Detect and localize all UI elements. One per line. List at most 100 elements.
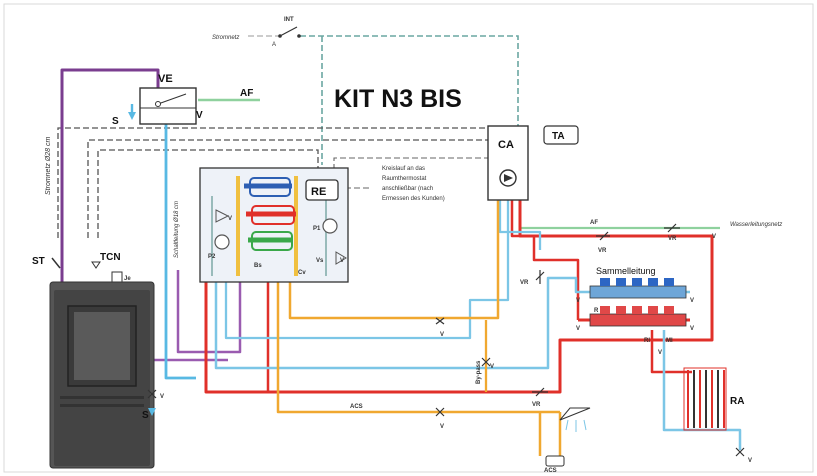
int-label: INT — [284, 17, 294, 23]
control-line-grey-3 — [97, 149, 319, 238]
ve-label: VE — [158, 73, 173, 85]
shower-icon — [559, 407, 591, 432]
af-top-label: AF — [240, 88, 253, 99]
expansion-pipe — [164, 108, 196, 380]
s-bottom-label: S — [142, 410, 149, 421]
room-thermostat — [543, 125, 579, 145]
v-ra-label: V — [748, 458, 752, 464]
control-line-teal — [300, 35, 519, 165]
purple-return-pipe — [176, 270, 242, 354]
diagram-frame — [3, 3, 814, 473]
v-kit-left-label: V — [228, 216, 232, 222]
control-line-grey-2 — [87, 139, 490, 238]
tap-icon — [545, 455, 565, 467]
p2-label: P2 — [208, 254, 216, 260]
schaltleitung-label: Schaltleitung Ø18 cm — [174, 201, 180, 258]
ca-feed-pipe — [510, 200, 580, 320]
radiator-valve-icon — [735, 447, 745, 457]
v-stove-label: V — [160, 394, 164, 400]
re-label: RE — [311, 186, 326, 198]
ca-label: CA — [498, 139, 514, 151]
re-module — [305, 179, 339, 201]
st-label: ST — [32, 256, 45, 267]
return-pipe — [214, 276, 690, 370]
dhw-pipe-2 — [288, 200, 500, 320]
je-label: Je — [124, 276, 131, 282]
v-af-label: V — [712, 234, 716, 240]
vr-left-label: VR — [520, 280, 529, 286]
s-top-label: S — [112, 116, 119, 127]
int-switch — [278, 26, 301, 38]
tcn-label: TCN — [100, 252, 121, 263]
st-sensor-icon — [51, 257, 61, 269]
check-valve-icon-1 — [596, 231, 610, 241]
v-kit-right-label: V — [340, 258, 344, 264]
vs-label: Vs — [316, 258, 324, 264]
v-mid-label: V — [440, 332, 444, 338]
check-valve-icon-4 — [532, 387, 548, 397]
stove-vent-pipe — [60, 68, 160, 292]
vr-bottom-label: VR — [532, 402, 541, 408]
v-manifold-1-label: V — [576, 298, 580, 304]
wasserleitungsnetz-label: Wasserleitungsnetz — [730, 222, 782, 228]
thermostat-line — [333, 157, 500, 170]
ta-label: TA — [552, 131, 565, 142]
mi-label: MI — [666, 338, 673, 344]
svg-text:anschließbar (nach: anschließbar (nach — [382, 186, 433, 192]
stromnetz-side-label: Stromnetz Ø28 cm — [45, 136, 52, 195]
p1-label: P1 — [313, 226, 321, 232]
mid-valve-icon — [435, 317, 445, 325]
svg-text:Raumthermostat: Raumthermostat — [382, 176, 427, 182]
tcn-sensor-icon — [91, 261, 101, 269]
cv-label: Cv — [298, 270, 306, 276]
check-valve-icon-2 — [664, 223, 680, 233]
pellet-stove — [49, 271, 155, 469]
ra-label: RA — [730, 396, 744, 407]
bypass-label: By-pass — [476, 360, 482, 384]
acs-valve-icon — [435, 407, 445, 417]
af-right-label: AF — [590, 220, 598, 226]
v-manifold-2-label: V — [690, 298, 694, 304]
v-manifold-4-label: V — [690, 326, 694, 332]
radiator-flow-pipe — [650, 330, 692, 374]
control-line-grey-1 — [57, 127, 500, 238]
radiator-return-pipe — [662, 330, 742, 450]
r-label: R — [594, 308, 599, 314]
ri-label: RI — [644, 338, 650, 344]
radiator — [683, 367, 727, 431]
v-ri-label: V — [658, 350, 662, 356]
svg-text:Ermessen des Kunden): Ermessen des Kunden) — [382, 196, 445, 202]
acs-mid-label: ACS — [350, 404, 363, 410]
vr-right-label: VR — [598, 248, 607, 254]
thermostat-note: Kreislauf an das Raumthermostat anschlie… — [382, 166, 445, 202]
stove-valve-icon — [147, 389, 157, 399]
mains-water-pipe — [518, 200, 720, 230]
dhw-outlet — [538, 412, 562, 456]
bypass-valve-icon — [481, 357, 491, 367]
control-wiring — [57, 35, 519, 238]
pump-p2-icon — [214, 234, 230, 250]
kit-title: KIT N3 BIS — [334, 85, 462, 113]
s-top-arrow-icon — [128, 112, 136, 120]
bs-label: Bs — [254, 263, 262, 269]
a-label: A — [272, 42, 276, 48]
check-valve-icon-3 — [535, 270, 545, 284]
sammelleitung-label: Sammelleitung — [596, 266, 656, 276]
acs-bottom-label: ACS — [544, 468, 557, 474]
v-acs-label: V — [440, 424, 444, 430]
pump-p1-icon — [322, 218, 338, 234]
dhw-pipe — [276, 282, 560, 414]
v-manifold-3-label: V — [576, 326, 580, 332]
s-bottom-arrow-icon — [148, 408, 156, 416]
control-unit — [487, 125, 529, 201]
manifold — [589, 278, 687, 327]
expansion-vessel — [139, 87, 197, 125]
stromnetz-top-label: Stromnetz — [212, 35, 239, 41]
v-top-label: V — [196, 110, 203, 121]
flow-pipe — [204, 200, 714, 394]
svg-text:Kreislauf an das: Kreislauf an das — [382, 166, 425, 172]
v-bypass-label: V — [490, 364, 494, 370]
ca-return-pipe — [498, 200, 542, 250]
vr-top-label: VR — [668, 236, 677, 242]
